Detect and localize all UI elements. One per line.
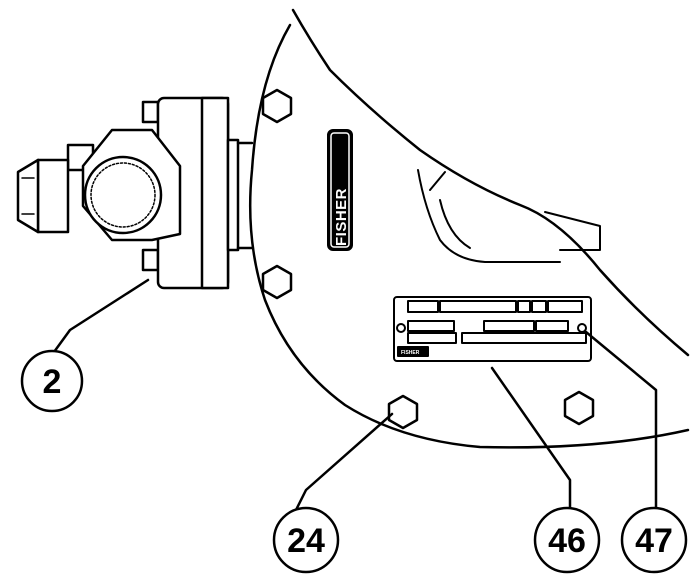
cap-screws [261,88,595,430]
callout-46-label: 46 [548,522,586,560]
hex-screw-icon [261,264,293,300]
nameplate: FISHER [393,296,592,362]
nameplate-logo-text: FISHER [401,350,420,356]
housing-cover [248,8,690,449]
callout-2: 2 [20,349,84,413]
shaft-opening [417,169,601,263]
callout-24-label: 24 [287,522,325,560]
drive-screw-icon [577,323,587,333]
valve-body [16,96,254,290]
hex-screw-icon [261,88,293,124]
drive-screw-icon [396,323,406,333]
callout-47-label: 47 [635,522,673,560]
callout-24: 24 [272,506,340,574]
fisher-logo: FISHER [327,129,353,251]
callout-46: 46 [533,506,601,574]
callout-47: 47 [620,506,688,574]
leader-lines [52,278,658,512]
hex-screw-icon [563,390,595,426]
fisher-logo-text: FISHER [333,188,350,246]
callout-2-label: 2 [43,363,62,401]
hex-screw-icon [387,394,419,430]
